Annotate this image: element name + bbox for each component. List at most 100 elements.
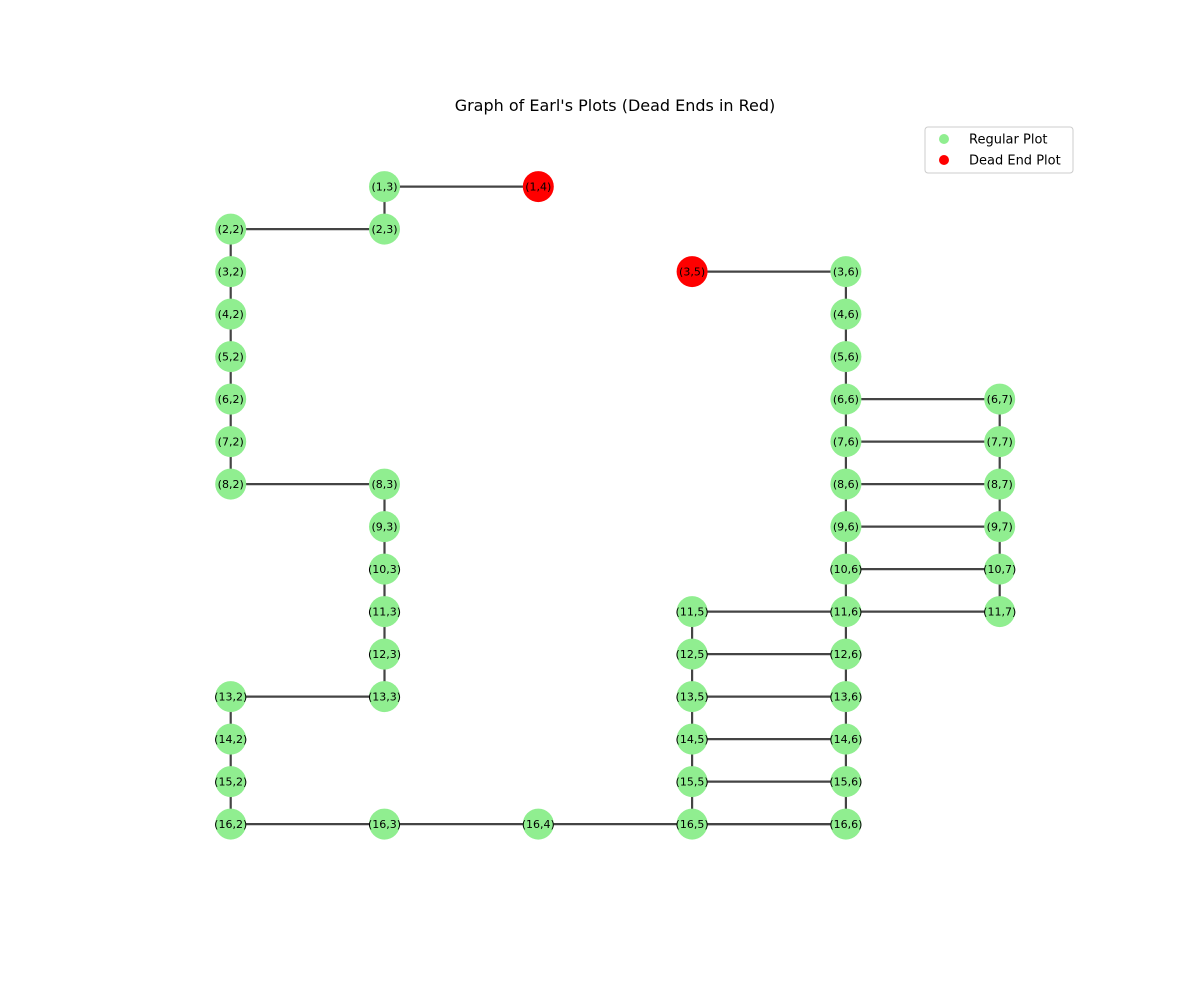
node-circle: [984, 511, 1016, 543]
node-circle: [522, 808, 554, 840]
node-label: (16,3): [368, 818, 401, 831]
node-label: (8,6): [833, 478, 859, 491]
node-circle: [215, 808, 247, 840]
regular-plot-node: (13,6): [829, 681, 862, 713]
regular-plot-node: (6,2): [215, 383, 247, 415]
regular-plot-node: (15,2): [214, 766, 247, 798]
nodes-layer: (1,3) (1,4) (2,2) (2,3) (3,2) (3,5) (3,6) (4,2)…: [214, 171, 1016, 840]
node-label: (2,2): [218, 223, 244, 236]
node-label: (11,5): [676, 606, 709, 619]
regular-plot-node: (14,6): [829, 723, 862, 755]
legend-label-regular: Regular Plot: [969, 133, 1048, 148]
node-circle: [369, 213, 400, 245]
node-label: (3,2): [218, 266, 244, 279]
legend: Regular Plot Dead End Plot: [924, 126, 1074, 174]
regular-plot-node: (2,2): [215, 213, 247, 245]
node-circle: [984, 596, 1016, 628]
node-label: (13,3): [368, 691, 401, 704]
node-label: (16,2): [214, 818, 247, 831]
node-label: (1,4): [525, 181, 551, 194]
node-circle: [984, 468, 1016, 500]
node-label: (4,6): [833, 308, 859, 321]
node-circle: [369, 808, 400, 840]
node-circle: [215, 298, 247, 330]
node-label: (15,2): [214, 776, 247, 789]
node-label: (5,6): [833, 351, 859, 364]
node-label: (14,6): [829, 733, 862, 746]
node-circle: [984, 383, 1016, 415]
node-label: (7,2): [218, 436, 244, 449]
regular-plot-node: (16,4): [522, 808, 555, 840]
regular-plot-node: (15,6): [829, 766, 862, 798]
regular-plot-node: (10,6): [829, 553, 862, 585]
regular-plot-node: (11,7): [983, 596, 1016, 628]
regular-plot-node: (16,3): [368, 808, 401, 840]
node-label: (15,6): [829, 776, 862, 789]
node-label: (3,6): [833, 266, 859, 279]
node-label: (12,5): [676, 648, 709, 661]
node-label: (16,5): [676, 818, 709, 831]
regular-plot-node: (5,2): [215, 341, 247, 373]
regular-plot-node: (7,6): [830, 426, 862, 458]
node-label: (7,7): [987, 436, 1013, 449]
regular-plot-node: (15,5): [676, 766, 709, 798]
regular-plot-node: (7,7): [984, 426, 1016, 458]
node-circle: [830, 638, 862, 670]
regular-plot-node: (8,2): [215, 468, 247, 500]
node-circle: [676, 638, 708, 670]
node-circle: [830, 341, 862, 373]
regular-plot-node: (10,3): [368, 553, 401, 585]
node-circle: [215, 341, 247, 373]
node-label: (7,6): [833, 436, 859, 449]
regular-plot-node: (13,2): [214, 681, 247, 713]
node-label: (11,6): [829, 606, 862, 619]
node-label: (14,5): [676, 733, 709, 746]
node-circle: [215, 383, 247, 415]
node-label: (9,7): [987, 521, 1013, 534]
node-circle: [830, 596, 862, 628]
node-circle: [369, 681, 400, 713]
regular-plot-node: (16,2): [214, 808, 247, 840]
node-label: (8,2): [218, 478, 244, 491]
node-label: (12,6): [829, 648, 862, 661]
node-circle: [830, 383, 862, 415]
node-label: (1,3): [371, 181, 397, 194]
regular-plot-node: (13,3): [368, 681, 401, 713]
node-circle: [676, 723, 708, 755]
regular-plot-node: (10,7): [983, 553, 1016, 585]
regular-plot-node: (11,6): [829, 596, 862, 628]
node-circle: [830, 468, 862, 500]
node-circle: [830, 511, 862, 543]
node-label: (2,3): [371, 223, 397, 236]
regular-plot-node: (7,2): [215, 426, 247, 458]
node-label: (8,3): [371, 478, 397, 491]
node-circle: [676, 256, 708, 288]
node-circle: [830, 256, 862, 288]
node-label: (16,6): [829, 818, 862, 831]
node-circle: [830, 723, 862, 755]
node-circle: [215, 681, 247, 713]
node-label: (6,7): [987, 393, 1013, 406]
node-label: (15,5): [676, 776, 709, 789]
regular-plot-node: (16,5): [676, 808, 709, 840]
node-label: (5,2): [218, 351, 244, 364]
node-label: (9,3): [371, 521, 397, 534]
node-label: (11,3): [368, 606, 401, 619]
node-label: (6,6): [833, 393, 859, 406]
node-circle: [830, 808, 862, 840]
node-circle: [676, 808, 708, 840]
node-circle: [984, 553, 1016, 585]
regular-plot-node: (1,3): [369, 171, 400, 203]
node-label: (3,5): [679, 266, 705, 279]
regular-plot-node: (8,3): [369, 468, 400, 500]
node-circle: [215, 766, 247, 798]
dead-end-plot-node: (3,5): [676, 256, 708, 288]
legend-box: [924, 126, 1074, 174]
node-circle: [215, 256, 247, 288]
regular-plot-node: (14,2): [214, 723, 247, 755]
regular-plot-node: (12,6): [829, 638, 862, 670]
regular-plot-node: (4,2): [215, 298, 247, 330]
regular-plot-node: (13,5): [676, 681, 709, 713]
node-circle: [369, 511, 400, 543]
